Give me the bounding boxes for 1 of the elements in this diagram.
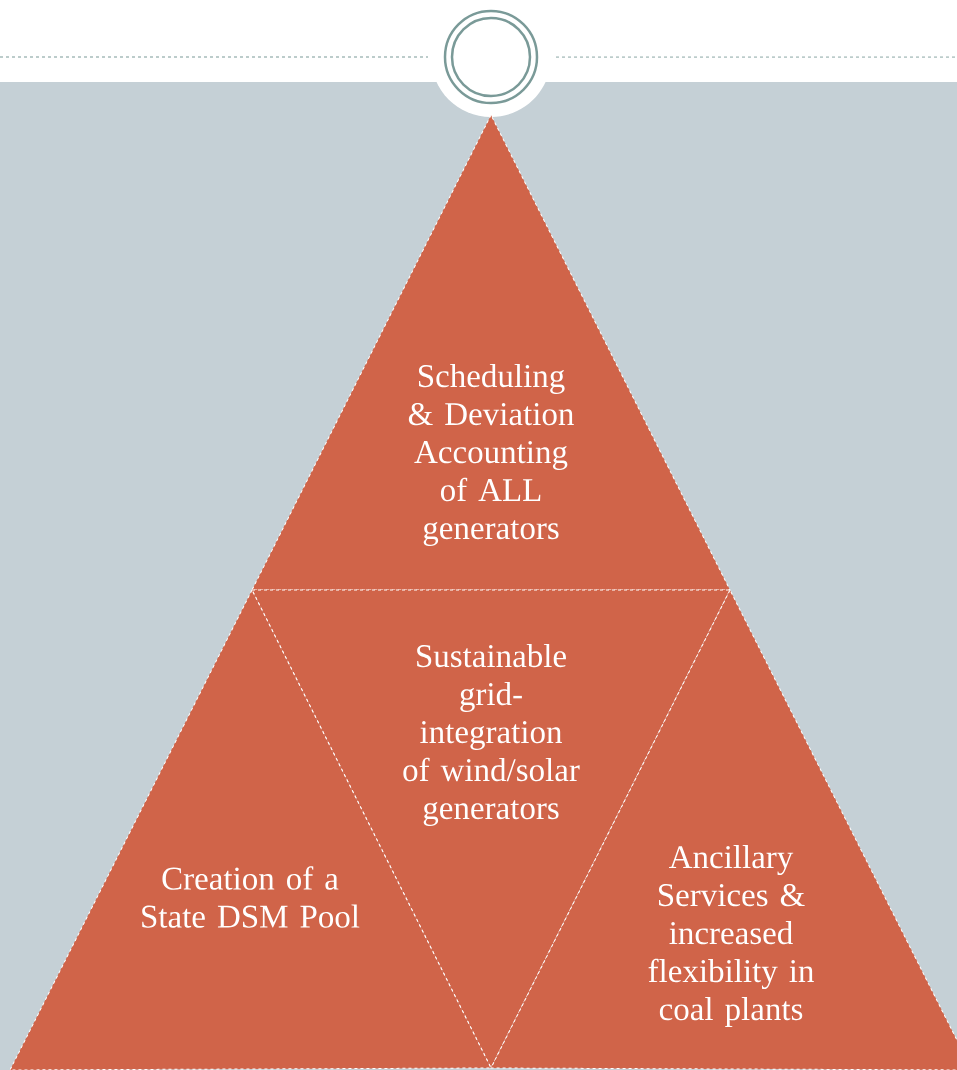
triangle-segment: Scheduling & Deviation Accounting of ALL generators: [251, 114, 731, 591]
